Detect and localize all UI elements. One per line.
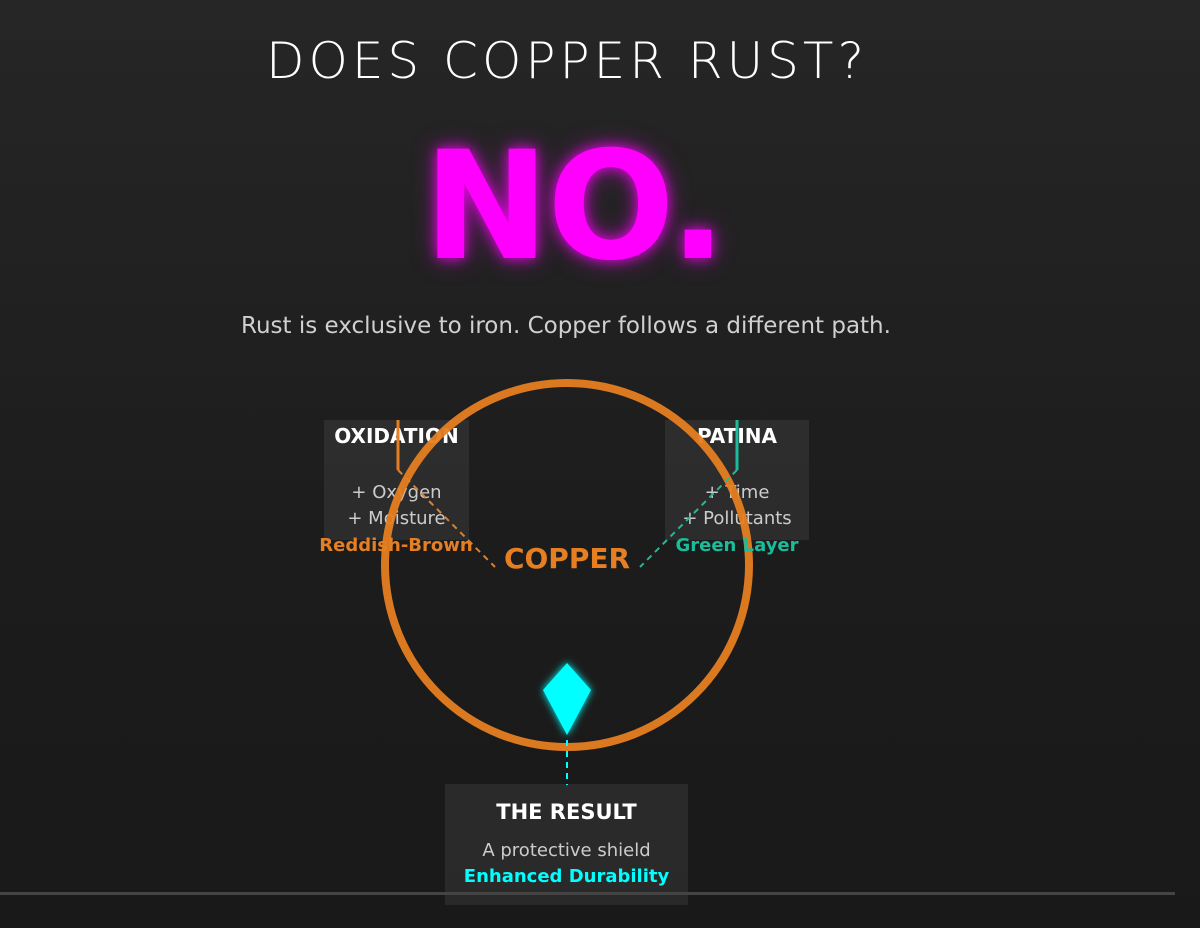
subtitle: Rust is exclusive to iron. Copper follow…: [241, 313, 891, 339]
answer-headline: NO.: [423, 120, 727, 294]
oxidation-line: + Moisture: [347, 508, 446, 529]
patina-line: + Pollutants: [682, 508, 792, 529]
page-title: DOES COPPER RUST?: [265, 32, 869, 90]
divider: [0, 892, 1175, 895]
result-heading: THE RESULT: [496, 800, 637, 824]
result-line: A protective shield: [482, 840, 651, 861]
patina-result: Green Layer: [675, 535, 799, 556]
oxidation-result: Reddish-Brown: [319, 535, 473, 556]
patina-dashed-line: [639, 469, 738, 568]
result-highlight: Enhanced Durability: [463, 866, 670, 887]
oxidation-dashed-line: [397, 469, 496, 568]
copper-label: COPPER: [503, 542, 631, 575]
result-box: THE RESULT A protective shield Enhanced …: [445, 784, 688, 905]
copper-ring: [381, 379, 753, 751]
shield-diamond-icon: [543, 663, 591, 735]
